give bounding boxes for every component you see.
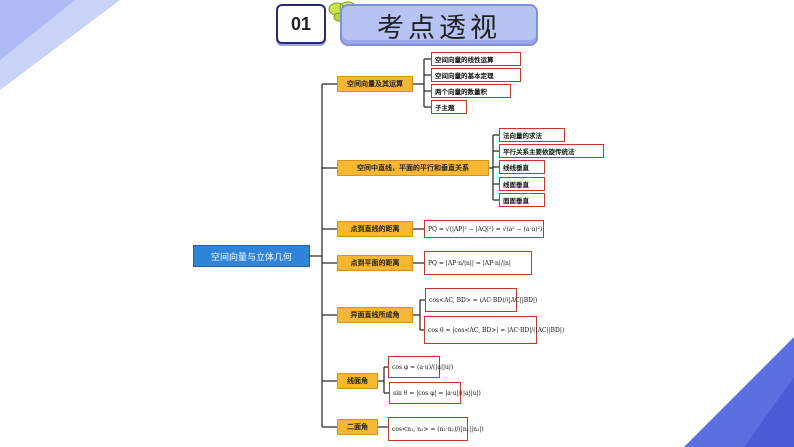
leaf-subtopic: 子主题: [431, 100, 467, 114]
formula-skew-lines-theta: cos θ = |cos<AC, BD>| = |AC·BD|/(|AC||BD…: [424, 316, 564, 344]
branch-vector-operations: 空间向量及其运算: [337, 76, 413, 92]
branch-skew-lines-angle: 异面直线所成角: [337, 307, 413, 323]
page-title: 考点透视: [340, 4, 538, 46]
leaf-line-line-perpendicular: 线线垂直: [499, 160, 545, 174]
section-number: 01: [276, 4, 326, 44]
formula-line-plane-cos: cos φ = (a·u)/(|a||u|): [388, 356, 453, 378]
formula-line-plane-sin: sin θ = |cos φ| = |a·u|/(|a||u|): [389, 382, 481, 404]
branch-parallel-perpendicular: 空间中直线，平面的平行和垂直关系: [337, 160, 489, 176]
formula-point-line-distance: PQ = √(|AP|² − |AQ|²) = √(a² − (a·u)²): [424, 220, 544, 238]
leaf-line-plane-perpendicular: 线面垂直: [499, 177, 545, 191]
leaf-dot-product: 两个向量的数量积: [431, 84, 511, 98]
branch-line-plane-angle: 线面角: [337, 373, 378, 389]
leaf-plane-plane-perpendicular: 面面垂直: [499, 193, 545, 207]
leaf-linear-operations: 空间向量的线性运算: [431, 52, 521, 66]
formula-point-plane-distance: PQ = |AP·n/|n|| = |AP·n|/|n|: [424, 251, 532, 275]
leaf-parallel-method: 平行关系主要依旋传统法: [499, 144, 604, 158]
branch-point-plane-distance: 点到平面的距离: [337, 255, 413, 271]
formula-skew-lines-cos: cos<AC, BD> = (AC·BD)/(|AC||BD|): [425, 288, 537, 312]
root-node: 空间向量与立体几何: [193, 245, 310, 267]
branch-point-line-distance: 点到直线的距离: [337, 221, 413, 237]
leaf-basic-theorem: 空间向量的基本定理: [431, 68, 521, 82]
formula-dihedral-angle: cos<n₁, n₂> = (n₁·n₂)/(|n₁||n₂|): [388, 417, 484, 441]
branch-dihedral-angle: 二面角: [337, 419, 378, 435]
decor-triangle-bottom-right-inner: [744, 377, 794, 447]
decor-triangle-top-left-inner: [0, 0, 75, 60]
leaf-normal-vector: 法向量的求法: [499, 128, 565, 142]
